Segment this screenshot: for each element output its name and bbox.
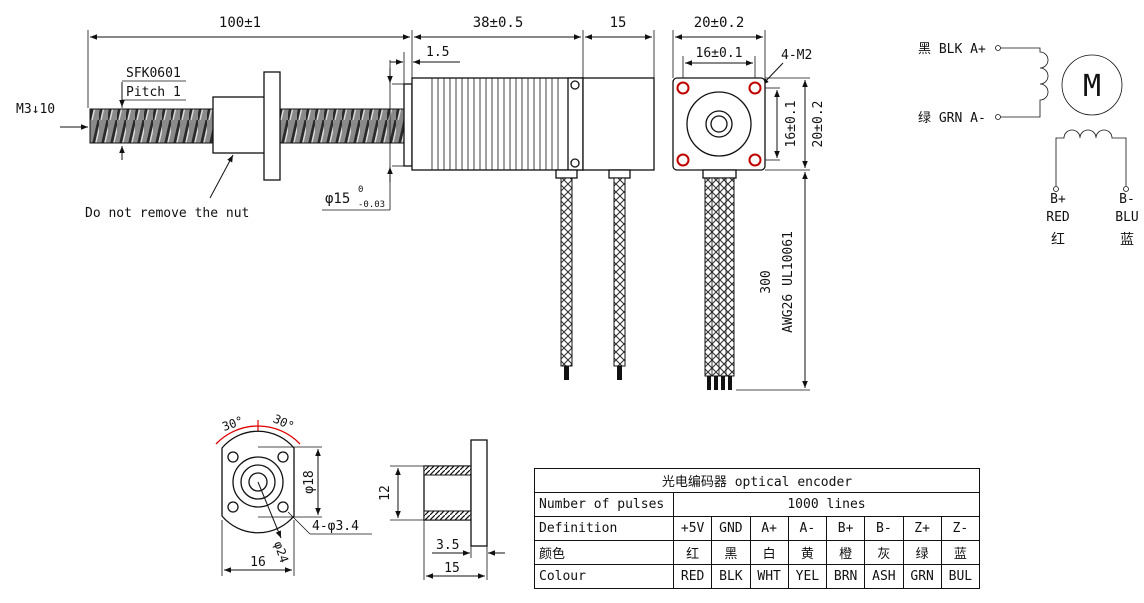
table-cell: 白 [749,540,789,565]
row-label-pulses: Number of pulses [534,492,674,517]
motor-cable [560,177,573,367]
table-row: 颜色 红 黑 白 黄 橙 灰 绿 蓝 [534,540,981,565]
lead-screw-right [279,108,411,144]
nut-note: Do not remove the nut [85,206,249,221]
table-cell: 黑 [711,540,751,565]
end-height-label: 20±0.2 [811,101,826,148]
table-cell: 红 [672,540,713,565]
table-cell: 蓝 [940,540,981,565]
table-row: Definition +5V GND A+ A- B+ B- Z+ Z- [534,516,981,541]
table-cell: B- [864,516,904,541]
pitch-label: Pitch 1 [126,85,181,100]
hole-spec-label: 4-φ3.4 [312,519,359,534]
angle-left-label: 30° [220,413,245,434]
encoder-length-label: 15 [610,15,627,31]
motor-symbol [1061,54,1123,116]
wiring-schematic: 黑 BLK A+ 绿 GRN A- M B+ RED 红 B- BLU 蓝 [918,42,1139,248]
b-plus-pin: B+ [1050,192,1066,207]
table-cell: +5V [672,516,713,541]
row-label-color-cn: 颜色 [534,540,674,565]
motor-body [411,77,584,171]
table-cell: Z- [940,516,981,541]
nut-flange [263,71,281,181]
motor-length-label: 38±0.5 [473,15,524,31]
end-width-label: 20±0.2 [694,15,745,31]
holes-label: 4-M2 [781,48,812,63]
lead-length-label: 300 [759,270,774,293]
hole-spacing-label: 16±0.1 [696,46,743,61]
table-cell: 绿 [902,540,942,565]
v-hole-spacing-label: 16±0.1 [784,101,799,148]
side-length-label: 15 [444,561,460,576]
angle-right-label: 30° [271,412,297,434]
table-cell: ASH [864,564,904,589]
row-label-definition: Definition [534,516,674,541]
table-cell: Z+ [902,516,942,541]
b-minus-color-cn: 蓝 [1120,232,1134,248]
b-minus-color-en: BLU [1115,210,1138,225]
table-cell: GND [711,516,751,541]
nut-side-view: 12 3.5 15 [378,439,505,580]
flat-width-label: 16 [250,555,266,570]
pulses-value: 1000 lines [673,492,980,517]
nut-body [212,96,267,154]
motor-boss [403,83,413,167]
b-plus-color-cn: 红 [1051,232,1065,248]
table-cell: 黄 [787,540,828,565]
thread-label: M3↓10 [16,102,55,117]
table-cell: 橙 [825,540,866,565]
encoder-body [582,77,655,171]
bolt-circle-label: φ18 [302,470,317,493]
boss-tol-upper: 0 [358,185,363,195]
table-cell: WHT [749,564,789,589]
table-cell: RED [672,564,713,589]
end-cable-bundle [704,177,735,377]
row-label-colour: Colour [534,564,674,589]
flange-dia-label: φ24 [271,540,291,565]
table-cell: A+ [749,516,789,541]
motor-symbol-label: M [1083,69,1101,104]
screw-model-label: SFK0601 [126,66,181,81]
overall-length-label: 100±1 [219,15,261,31]
b-plus-color-en: RED [1046,210,1070,225]
table-cell: B+ [825,516,866,541]
table-row: Number of pulses 1000 lines [534,492,980,517]
flange-thk-label: 3.5 [436,538,459,553]
table-cell: YEL [787,564,828,589]
boss-diameter-label: φ15 [325,191,350,207]
lead-screw [89,108,216,144]
table-row: Colour RED BLK WHT YEL BRN ASH GRN BUL [534,564,981,589]
a-plus-label: 黑 BLK A+ [918,42,986,57]
b-minus-pin: B- [1119,192,1135,207]
boss-tol-lower: -0.03 [358,200,385,210]
encoder-cable [613,177,626,367]
motor-fins [431,78,559,170]
motor-endcap [567,77,584,171]
table-cell: BRN [825,564,866,589]
step-length-label: 1.5 [426,45,449,60]
nut-front-view: 30° 30° φ18 4-φ3.4 φ24 16 [215,412,372,576]
wire-spec-label: AWG26 UL10061 [781,231,796,333]
table-cell: GRN [902,564,942,589]
a-minus-label: 绿 GRN A- [918,111,986,126]
table-cell: A- [787,516,828,541]
table-cell: 灰 [864,540,904,565]
encoder-table: 光电编码器 optical encoder Number of pulses 1… [534,468,981,589]
table-cell: BUL [940,564,981,589]
encoder-table-title: 光电编码器 optical encoder [534,468,980,493]
front-view: 100±1 M3↓10 SFK0601 Pitch 1 Do not remov… [16,15,655,380]
table-cell: BLK [711,564,751,589]
end-view: 20±0.2 16±0.1 4-M2 16±0.1 20±0.2 [672,15,826,391]
side-height-label: 12 [378,485,393,501]
